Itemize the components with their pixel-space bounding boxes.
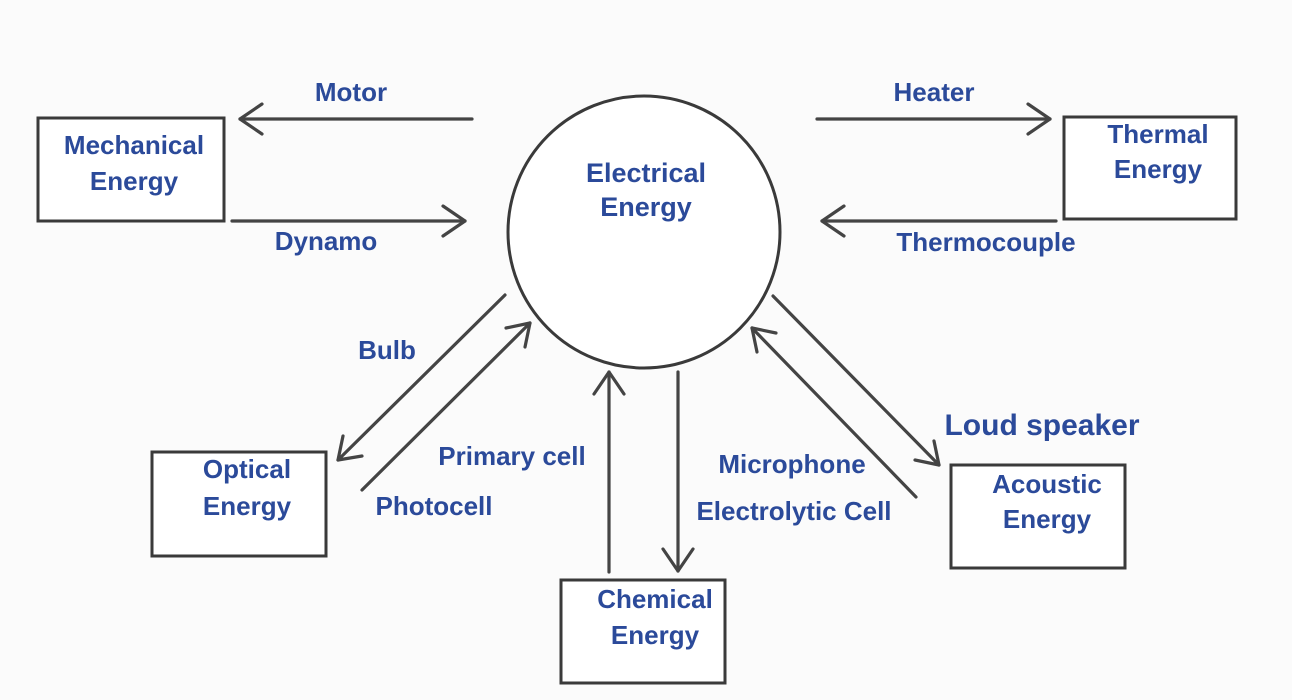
loud-speaker-arrow (771, 294, 941, 467)
optical-energy-frame (150, 450, 328, 558)
photocell-label: Photocell (375, 491, 492, 521)
acoustic-energy-frame (949, 463, 1127, 570)
electrolytic-cell-arrow (661, 370, 695, 573)
thermocouple-label: Thermocouple (896, 227, 1075, 257)
heater-label: Heater (894, 77, 975, 107)
acoustic-energy-label-line1: Acoustic (992, 469, 1102, 499)
mechanical-energy-frame (36, 116, 226, 223)
electrical-energy-node: Electrical Energy (506, 94, 782, 370)
microphone-arrow (750, 326, 918, 499)
motor-arrow (238, 102, 474, 136)
heater-arrow (815, 102, 1052, 136)
chemical-energy-box: Chemical Energy (559, 578, 727, 685)
dynamo-arrow (230, 204, 467, 238)
mechanical-energy-label-line1: Mechanical (64, 130, 204, 160)
primary-cell-label: Primary cell (438, 441, 585, 471)
thermal-energy-label-line2: Energy (1114, 154, 1203, 184)
optical-energy-label-line2: Energy (203, 491, 292, 521)
motor-label: Motor (315, 77, 387, 107)
mechanical-energy-box: Mechanical Energy (36, 116, 226, 223)
chemical-energy-label-line1: Chemical (597, 584, 713, 614)
acoustic-energy-box: Acoustic Energy (949, 463, 1127, 570)
thermocouple-arrow (820, 204, 1058, 238)
bulb-label: Bulb (358, 335, 416, 365)
chemical-energy-label-line2: Energy (611, 620, 700, 650)
loud-speaker-label: Loud speaker (944, 409, 1139, 442)
bulb-arrow (336, 293, 507, 462)
dynamo-label: Dynamo (275, 226, 378, 256)
optical-energy-box: Optical Energy (150, 450, 328, 558)
electrical-energy-label-line1: Electrical (586, 158, 706, 188)
electrical-energy-circle (506, 94, 782, 370)
acoustic-energy-label-line2: Energy (1003, 504, 1092, 534)
primary-cell-arrow (592, 370, 626, 574)
photocell-arrow (360, 321, 532, 492)
thermal-energy-frame (1062, 115, 1238, 221)
optical-energy-label-line1: Optical (203, 454, 291, 484)
electrical-energy-label-line2: Energy (600, 192, 692, 222)
thermal-energy-box: Thermal Energy (1062, 115, 1238, 221)
chemical-energy-frame (559, 578, 727, 685)
electrolytic-cell-label: Electrolytic Cell (696, 496, 891, 526)
microphone-label: Microphone (718, 449, 865, 479)
thermal-energy-label-line1: Thermal (1107, 119, 1208, 149)
mechanical-energy-label-line2: Energy (90, 166, 179, 196)
